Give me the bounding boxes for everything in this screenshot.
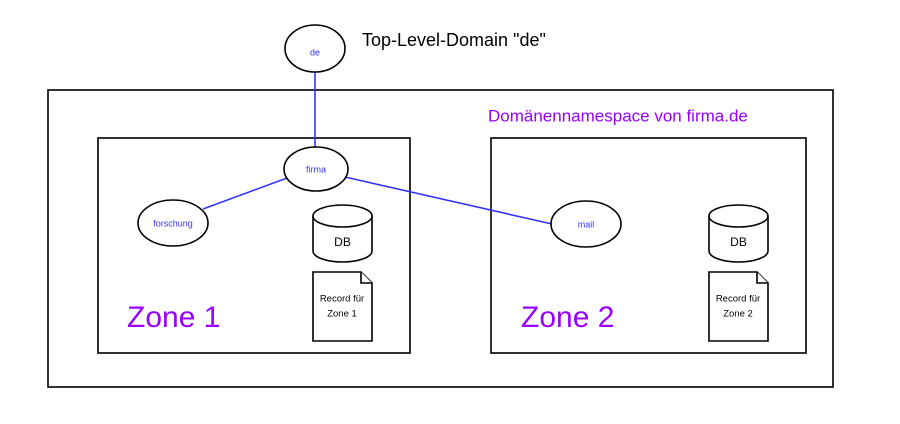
zone-1-record-line1: Record für bbox=[320, 294, 364, 305]
zone-1-db-top bbox=[312, 204, 373, 228]
zone-1-label: Zone 1 bbox=[127, 301, 220, 334]
zone-2-record-body bbox=[708, 271, 769, 342]
edge-firma-forschung bbox=[202, 177, 288, 210]
zone-2-db-body bbox=[708, 216, 769, 263]
node-mail-label: mail bbox=[578, 219, 595, 229]
domain-namespace-label: Domänennamespace von firma.de bbox=[488, 106, 748, 125]
zone-1-record-fold-icon bbox=[360, 272, 372, 284]
zone-1-record-body bbox=[312, 271, 373, 342]
zone-1-database: DB bbox=[312, 204, 373, 263]
zone-1-db-body bbox=[312, 216, 373, 263]
zone-2-record-line1: Record für bbox=[716, 294, 760, 305]
zone-2-label: Zone 2 bbox=[521, 301, 614, 334]
zone-2-record-document: Record für Zone 2 bbox=[708, 271, 769, 342]
zone-1-db-label: DB bbox=[334, 235, 351, 249]
node-forschung[interactable] bbox=[137, 199, 209, 247]
zone-1-record-line2: Zone 1 bbox=[327, 309, 357, 320]
top-level-domain-label: Top-Level-Domain "de" bbox=[362, 30, 546, 50]
node-de[interactable] bbox=[284, 24, 346, 73]
node-forschung-label: forschung bbox=[153, 218, 193, 228]
zone-2-db-top bbox=[708, 204, 769, 228]
zone-2-db-label: DB bbox=[730, 235, 747, 249]
node-mail[interactable] bbox=[550, 200, 622, 248]
zone-2-record-line2: Zone 2 bbox=[723, 309, 753, 320]
zone-2-database: DB bbox=[708, 204, 769, 263]
node-de-label: de bbox=[310, 47, 320, 57]
edge-firma-mail bbox=[344, 176, 553, 225]
zone-2-record-fold-icon bbox=[756, 272, 768, 284]
node-firma-label: firma bbox=[306, 164, 326, 174]
zone-1-record-document: Record für Zone 1 bbox=[312, 271, 373, 342]
node-firma[interactable] bbox=[283, 146, 349, 192]
